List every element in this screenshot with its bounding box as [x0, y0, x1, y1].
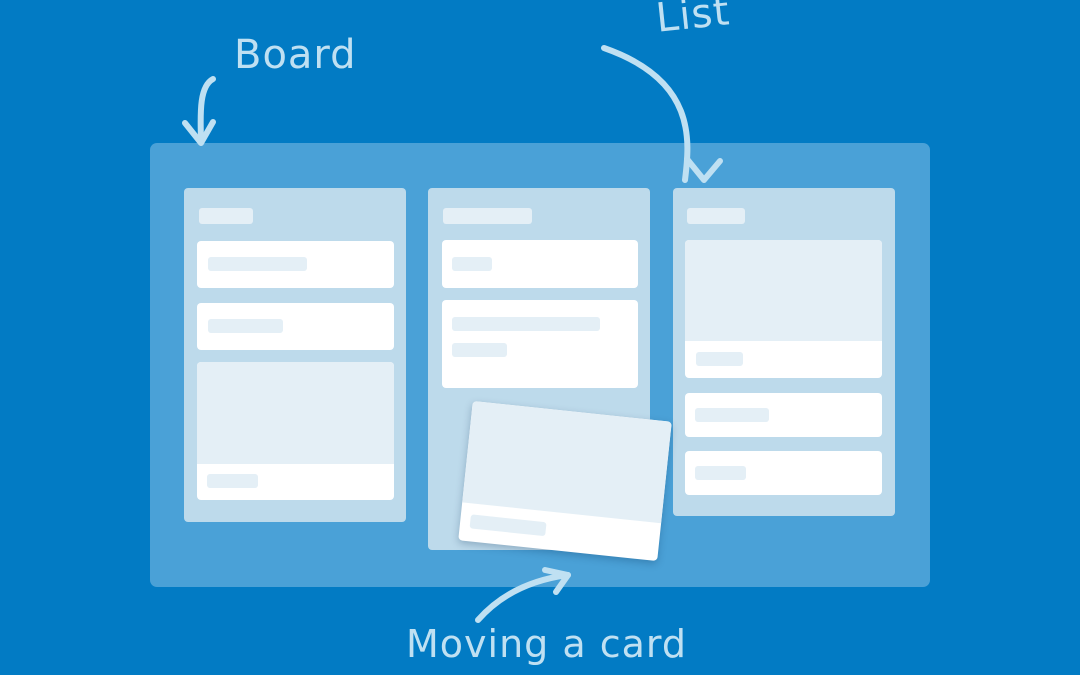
card-text-placeholder [696, 352, 743, 366]
list-arrow-head-icon [684, 156, 723, 183]
card-text-placeholder [695, 466, 746, 480]
card-text-placeholder [208, 319, 283, 333]
card-text-placeholder [452, 317, 600, 331]
card-text-placeholder [208, 257, 307, 271]
board-arrow-head-icon [182, 119, 216, 146]
moving-arrow-head-icon [542, 567, 571, 595]
moving-arrow-icon [475, 572, 571, 623]
card-cover [685, 240, 882, 341]
board-label: Board [234, 32, 357, 78]
list-title-placeholder [199, 208, 253, 224]
card-text-placeholder [452, 257, 492, 271]
card-cover [197, 362, 394, 464]
card-text-placeholder [452, 343, 507, 357]
list-arrow-icon [601, 45, 691, 183]
list-title-placeholder [443, 208, 532, 224]
list-title-placeholder [687, 208, 745, 224]
card-with-cover[interactable] [197, 362, 394, 500]
moving-card-label: Moving a card [406, 622, 687, 666]
card-text-placeholder [207, 474, 258, 488]
card-text-placeholder [695, 408, 769, 422]
board-arrow-icon [197, 76, 216, 143]
